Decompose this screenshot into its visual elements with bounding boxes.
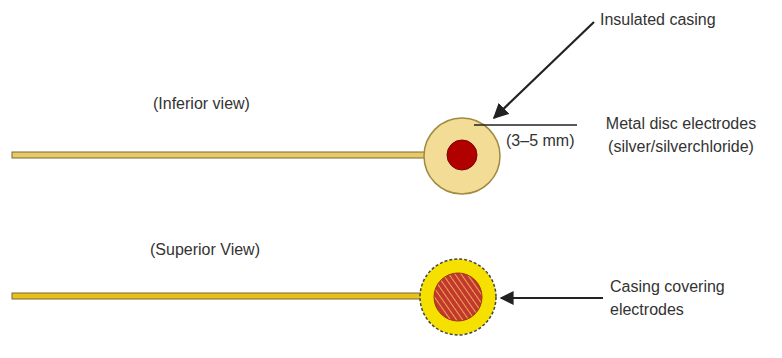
dimension-label: (3–5 mm)	[506, 129, 586, 152]
lead-wire	[12, 293, 422, 299]
leader-line	[474, 124, 577, 125]
superior-electrode	[12, 259, 496, 335]
part-label: Casing covering electrodes	[610, 275, 775, 321]
insulated-casing	[424, 118, 500, 194]
leader-arrow	[494, 22, 594, 118]
inferior-electrode	[12, 118, 500, 194]
part-label: Insulated casing	[600, 8, 770, 31]
metal-disc	[447, 140, 477, 170]
view-label: (Superior View)	[150, 238, 320, 261]
leader-arrow	[501, 297, 603, 299]
lead-wire	[12, 152, 426, 158]
view-label: (Inferior view)	[153, 92, 313, 115]
casing-cover	[420, 259, 496, 335]
part-label: Metal disc electrodes (silver/silverchlo…	[586, 112, 776, 158]
covered-electrode	[434, 273, 482, 321]
